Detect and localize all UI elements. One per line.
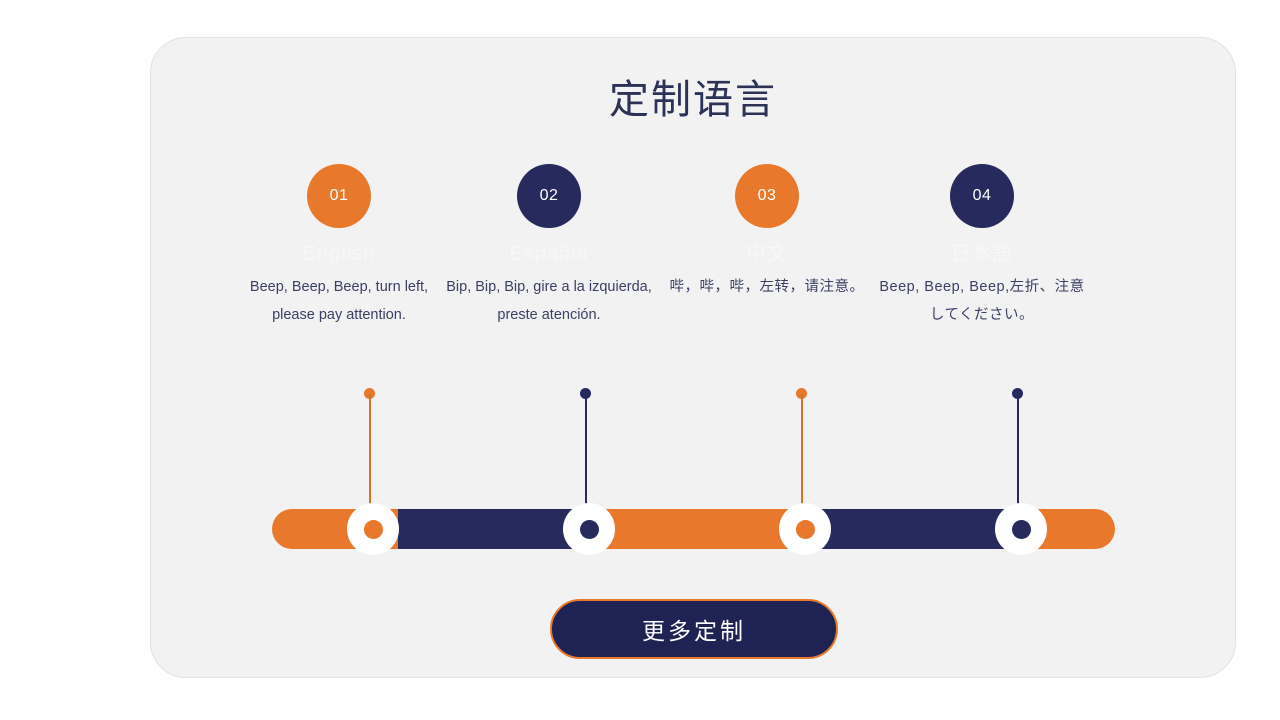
connector-dot-2 bbox=[580, 388, 591, 399]
step-badge-04: 04 bbox=[950, 164, 1014, 228]
language-description-japanese: Beep, Beep, Beep,左折、注意してください。 bbox=[879, 279, 1085, 323]
connector-dot-3 bbox=[796, 388, 807, 399]
language-description-english: Beep, Beep, Beep, turn left, please pay … bbox=[249, 279, 429, 323]
language-label-espanol: Español bbox=[509, 243, 589, 265]
timeline-segment-4 bbox=[813, 509, 1022, 549]
timeline-node-3[interactable] bbox=[779, 503, 831, 555]
page-title: 定制语言 bbox=[609, 78, 777, 122]
language-label-english: English bbox=[302, 243, 376, 265]
more-customization-button[interactable]: 更多定制 bbox=[550, 599, 838, 659]
language-column-1: 01 English Beep, Beep, Beep, turn left, … bbox=[224, 164, 454, 329]
step-badge-02: 02 bbox=[517, 164, 581, 228]
step-badge-03: 03 bbox=[735, 164, 799, 228]
connector-dot-4 bbox=[1012, 388, 1023, 399]
timeline-node-inner-3 bbox=[795, 519, 815, 539]
language-column-3: 03 中文 哔，哔，哔，左转，请注意。 bbox=[652, 164, 882, 301]
step-badge-01: 01 bbox=[307, 164, 371, 228]
timeline-node-4[interactable] bbox=[995, 503, 1047, 555]
timeline-node-1[interactable] bbox=[347, 503, 399, 555]
language-column-4: 04 日本語 Beep, Beep, Beep,左折、注意してください。 bbox=[867, 164, 1097, 329]
timeline-node-2[interactable] bbox=[563, 503, 615, 555]
language-description-chinese: 哔，哔，哔，左转，请注意。 bbox=[669, 279, 865, 295]
content-card: 定制语言 01 English Beep, Beep, Beep, turn l… bbox=[150, 37, 1236, 678]
language-description-espanol: Bip, Bip, Bip, gire a la izquierda, pres… bbox=[446, 279, 652, 323]
timeline-node-inner-2 bbox=[579, 519, 599, 539]
connector-line-4 bbox=[1017, 394, 1019, 529]
connector-dot-1 bbox=[364, 388, 375, 399]
connector-line-1 bbox=[369, 394, 371, 529]
timeline-node-inner-4 bbox=[1011, 519, 1031, 539]
language-label-chinese: 中文 bbox=[746, 243, 788, 265]
language-column-2: 02 Español Bip, Bip, Bip, gire a la izqu… bbox=[434, 164, 664, 329]
language-label-japanese: 日本語 bbox=[950, 243, 1014, 265]
connector-line-3 bbox=[801, 394, 803, 529]
timeline-node-inner-1 bbox=[363, 519, 383, 539]
connector-line-2 bbox=[585, 394, 587, 529]
